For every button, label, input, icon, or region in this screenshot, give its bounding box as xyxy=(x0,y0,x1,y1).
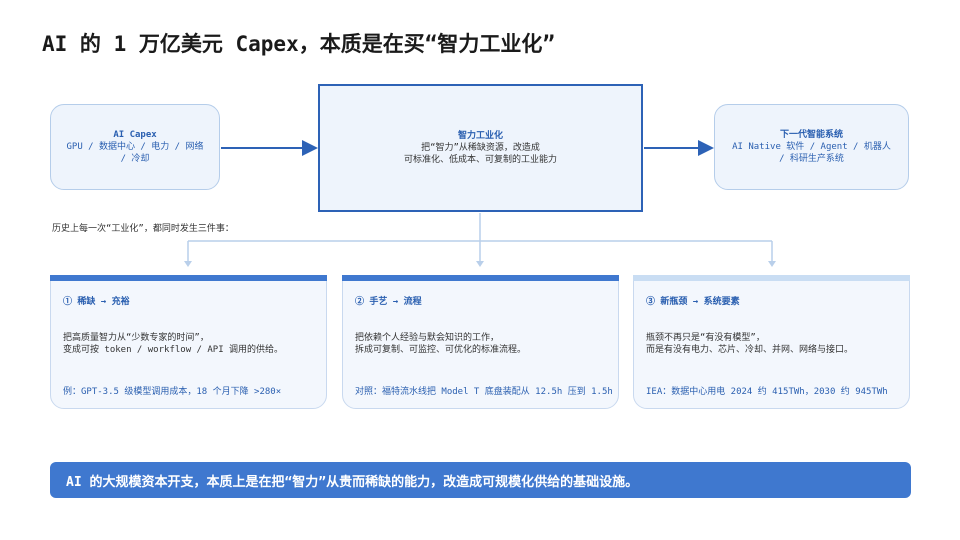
card-scarcity: ① 稀缺 → 充裕 把高质量智力从“少数专家的时间”， 变成可按 token /… xyxy=(50,275,327,409)
branch-arrowhead-2 xyxy=(476,261,484,267)
industrialization-box: 智力工业化 把“智力”从稀缺资源，改造成 可标准化、低成本、可复制的工业能力 xyxy=(318,84,643,212)
card-heading: ① 稀缺 → 充裕 xyxy=(63,297,130,307)
next-gen-box: 下一代智能系统 AI Native 软件 / Agent / 机器人 / 科研生… xyxy=(714,104,909,190)
capex-box-body: GPU / 数据中心 / 电力 / 网络 / 冷却 xyxy=(66,142,204,164)
card-body: 把依赖个人经验与默会知识的工作， 拆成可复制、可监控、可优化的标准流程。 xyxy=(355,332,526,356)
card-bottleneck: ③ 新瓶颈 → 系统要素 瓶颈不再只是“有没有模型”， 而是有没有电力、芯片、冷… xyxy=(633,275,910,409)
card-body-line1: 把依赖个人经验与默会知识的工作， xyxy=(355,333,500,343)
industrialization-box-title: 智力工业化 xyxy=(457,131,503,141)
card-body: 瓶颈不再只是“有没有模型”， 而是有没有电力、芯片、冷却、并网、网络与接口。 xyxy=(646,332,853,356)
card-example: 对照：福特流水线把 Model T 底盘装配从 12.5h 压到 1.5h xyxy=(355,387,613,397)
card-example: 例：GPT-3.5 级模型调用成本，18 个月下降 >280× xyxy=(63,387,282,397)
history-note: 历史上每一次“工业化”，都同时发生三件事： xyxy=(52,224,234,234)
card-accent-bar xyxy=(50,275,327,281)
card-body-line2: 变成可按 token / workflow / API 调用的供给。 xyxy=(63,345,284,355)
capex-box-title: AI Capex xyxy=(113,130,157,140)
next-gen-box-body: AI Native 软件 / Agent / 机器人 / 科研生产系统 xyxy=(732,142,891,164)
conclusion-banner: AI 的大规模资本开支，本质上是在把“智力”从贵而稀缺的能力，改造成可规模化供给… xyxy=(50,462,911,498)
branch-arrowhead-1 xyxy=(184,261,192,267)
industrialization-box-line1: 把“智力”从稀缺资源，改造成 xyxy=(421,143,540,153)
capex-box: AI Capex GPU / 数据中心 / 电力 / 网络 / 冷却 xyxy=(50,104,220,190)
card-example: IEA：数据中心用电 2024 约 415TWh，2030 约 945TWh xyxy=(646,387,888,397)
card-accent-bar xyxy=(342,275,619,281)
next-gen-box-title: 下一代智能系统 xyxy=(779,130,843,140)
card-body-line2: 而是有没有电力、芯片、冷却、并网、网络与接口。 xyxy=(646,345,854,355)
card-process: ② 手艺 → 流程 把依赖个人经验与默会知识的工作， 拆成可复制、可监控、可优化… xyxy=(342,275,619,409)
branch-arrowhead-3 xyxy=(768,261,776,267)
card-body-line2: 拆成可复制、可监控、可优化的标准流程。 xyxy=(355,345,527,355)
card-body: 把高质量智力从“少数专家的时间”， 变成可按 token / workflow … xyxy=(63,332,283,356)
page-title: AI 的 1 万亿美元 Capex，本质是在买“智力工业化” xyxy=(42,32,556,56)
card-body-line1: 瓶颈不再只是“有没有模型”， xyxy=(646,333,765,343)
industrialization-box-line2: 可标准化、低成本、可复制的工业能力 xyxy=(403,155,557,165)
card-heading: ② 手艺 → 流程 xyxy=(355,297,422,307)
card-accent-bar xyxy=(633,275,910,281)
card-heading: ③ 新瓶颈 → 系统要素 xyxy=(646,297,740,307)
card-body-line1: 把高质量智力从“少数专家的时间”， xyxy=(63,333,209,343)
